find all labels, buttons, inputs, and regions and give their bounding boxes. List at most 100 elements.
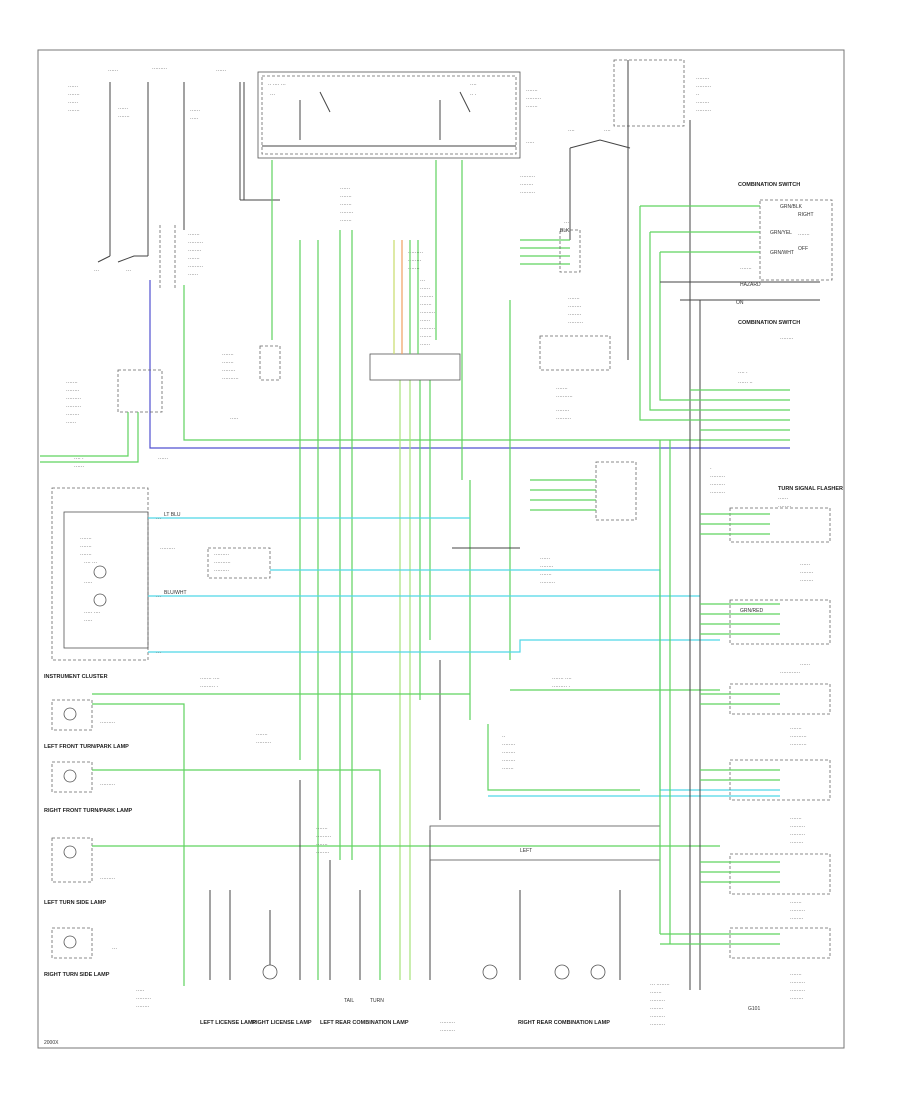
svg-text:·······: ······· [256, 732, 268, 738]
svg-text:········: ········ [650, 1006, 664, 1012]
wire-code-tags: GRN/BLK GRN/YEL GRN/WHT LT BLU BLU/WHT B… [164, 204, 803, 614]
right-rear-combo-label: RIGHT REAR COMBINATION LAMP [518, 1020, 610, 1026]
svg-text:·······: ······· [222, 352, 234, 358]
svg-text:·· ···· ···: ·· ···· ··· [268, 82, 286, 88]
footer-code: 2000X [44, 1040, 59, 1046]
svg-text:···: ··· [564, 220, 569, 226]
left-license-lamp-label: LEFT LICENSE LAMP [200, 1020, 257, 1026]
turn-label: TURN [370, 998, 384, 1004]
svg-text:······: ······ [108, 68, 118, 74]
svg-text:·········: ········· [420, 326, 435, 332]
center-bottom: LEFT ······· ········· ······· ········ … [92, 547, 780, 861]
svg-text:········: ········ [408, 258, 422, 264]
svg-text:·······: ······· [80, 544, 92, 550]
svg-text:········: ········ [540, 564, 554, 570]
svg-text:···: ··· [420, 278, 425, 284]
svg-text:········: ········ [696, 76, 710, 82]
left-lamps: ········· LEFT FRONT TURN/PARK LAMP ····… [44, 699, 720, 986]
svg-text:·········: ········· [316, 834, 331, 840]
svg-text:······: ······ [420, 286, 430, 292]
svg-text:·······: ······· [188, 232, 200, 238]
instrument-cluster: ······· ······· ······· ···· ··· ····· ·… [44, 487, 780, 791]
wire-code: GRN/YEL [770, 230, 792, 236]
svg-text:········: ········ [780, 336, 794, 342]
right-front-turn-lamp-label: RIGHT FRONT TURN/PARK LAMP [44, 808, 133, 814]
svg-text:·········: ········· [152, 66, 167, 72]
svg-text:·····: ····· [190, 116, 199, 122]
svg-text:····: ···· [604, 128, 611, 134]
svg-text:···: ··· [126, 268, 131, 274]
svg-text:···: ··· [112, 946, 117, 952]
svg-text:·······: ······· [798, 232, 810, 238]
svg-text:············: ············ [780, 670, 800, 676]
svg-text:······: ······ [68, 84, 78, 90]
svg-text:·········: ········· [790, 988, 805, 994]
svg-text:·········: ········· [160, 546, 175, 552]
svg-text:···· ···: ···· ··· [84, 560, 97, 566]
right-switch-label: RIGHT [798, 212, 814, 218]
left-turn-side-lamp-label: LEFT TURN SIDE LAMP [44, 900, 106, 906]
svg-text:·········: ········· [650, 1014, 665, 1020]
svg-text:······: ······ [74, 464, 84, 470]
svg-text:·······: ······· [316, 842, 328, 848]
hazard-label: HAZARD [740, 282, 761, 288]
svg-text:······: ······ [778, 496, 788, 502]
svg-text:·········: ········· [520, 174, 535, 180]
svg-text:·········: ········· [66, 396, 81, 402]
svg-text:···: ··· [94, 268, 99, 274]
svg-text:······· ····: ······· ···· [200, 676, 220, 682]
svg-text:·······: ······· [68, 92, 80, 98]
svg-text:·······: ······· [340, 218, 352, 224]
svg-text:·········: ········· [696, 108, 711, 114]
svg-text:·········: ········· [440, 1028, 455, 1034]
svg-text:··· ········: ··· ········ [650, 982, 670, 988]
svg-text:·········: ········· [790, 832, 805, 838]
svg-text:·········: ········· [214, 568, 229, 574]
svg-text:········· ·: ········· · [552, 684, 570, 690]
svg-text:···: ··· [156, 650, 161, 656]
wire-code: LT BLU [164, 512, 181, 518]
svg-text:······: ······ [118, 106, 128, 112]
svg-text:········: ········ [696, 100, 710, 106]
svg-text:·········: ········· [100, 876, 115, 882]
svg-text:······: ······ [190, 108, 200, 114]
svg-text:·········: ········· [710, 482, 725, 488]
right-column: ········ ········· ·· ········ ·········… [520, 59, 843, 1002]
left-rear-combo-label: LEFT REAR COMBINATION LAMP [320, 1020, 409, 1026]
svg-text:······: ······ [420, 318, 430, 324]
svg-text:·······: ······· [118, 114, 130, 120]
left-front-turn-lamp-label: LEFT FRONT TURN/PARK LAMP [44, 744, 129, 750]
svg-text:······· ····: ······· ···· [552, 676, 572, 682]
svg-text:········: ········ [790, 840, 804, 846]
svg-text:······: ······ [68, 100, 78, 106]
svg-text:········: ········ [568, 304, 582, 310]
svg-text:····: ···· [568, 128, 575, 134]
off-switch-label: OFF [798, 246, 808, 252]
svg-text:········: ········ [136, 1004, 150, 1010]
svg-text:·········: ········· [540, 580, 555, 586]
svg-text:·······: ······· [80, 552, 92, 558]
svg-text:·······: ······· [526, 88, 538, 94]
svg-text:········· ·: ········· · [200, 684, 218, 690]
svg-text:········: ········ [502, 758, 516, 764]
svg-text:·········: ········· [790, 824, 805, 830]
svg-text:········: ········ [778, 504, 792, 510]
combination-switch-bottom-label: COMBINATION SWITCH [738, 320, 800, 326]
svg-text:········: ········ [556, 408, 570, 414]
wire-code: BLU/WHT [164, 590, 187, 596]
svg-text:······ ··: ······ ·· [738, 380, 753, 386]
svg-text:·······: ······· [316, 826, 328, 832]
svg-text:··········: ·········· [556, 394, 573, 400]
svg-text:··········: ·········· [214, 560, 231, 566]
svg-text:·········: ········· [710, 474, 725, 480]
svg-text:·······: ······· [540, 572, 552, 578]
svg-text:········: ········ [222, 368, 236, 374]
svg-text:·······: ······· [790, 900, 802, 906]
tail-label: TAIL [344, 998, 354, 1004]
svg-text:·······: ······· [556, 386, 568, 392]
svg-text:·········: ········· [710, 490, 725, 496]
svg-text:···· ·: ···· · [738, 370, 748, 376]
svg-text:·······: ······· [80, 536, 92, 542]
svg-text:·······: ······· [66, 380, 78, 386]
